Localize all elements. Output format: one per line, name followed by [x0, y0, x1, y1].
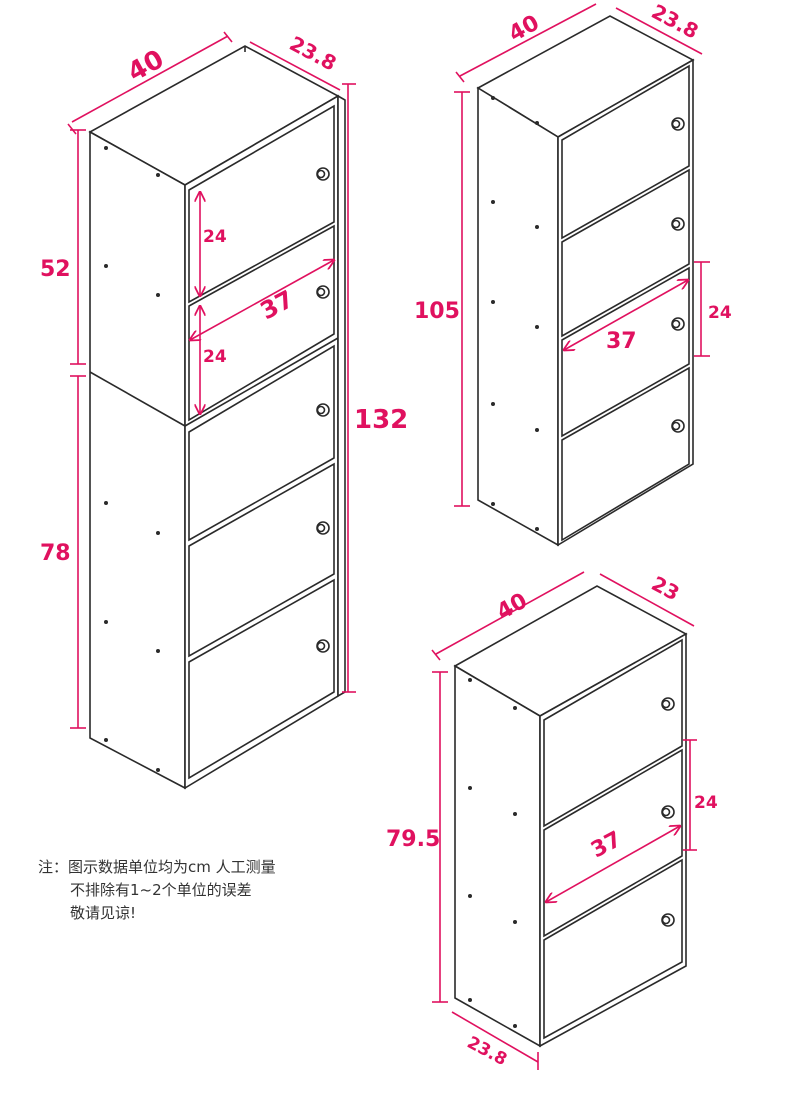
tall-door-4 — [188, 462, 335, 658]
short-depth-top-label: 23 — [648, 571, 684, 605]
note-line-1: 注：图示数据单位均为cm 人工测量 — [38, 858, 276, 876]
short-height-label: 79.5 — [386, 827, 440, 852]
medium-door-1 — [561, 64, 690, 240]
tall-cabinet: 40 23.8 52 78 132 24 24 37 — [40, 31, 408, 790]
short-door-1 — [543, 638, 683, 828]
tall-upper-height-label: 52 — [40, 257, 71, 282]
tall-door-3 — [188, 344, 335, 542]
short-cabinet: 40 23 79.5 24 37 23.8 — [386, 571, 718, 1070]
medium-width-label: 40 — [505, 11, 544, 48]
medium-door-height-label: 24 — [708, 303, 732, 323]
medium-door-4 — [561, 366, 690, 542]
side-holes — [104, 146, 160, 772]
knob-icon — [661, 697, 675, 927]
tall-lower-height-label: 78 — [40, 541, 71, 566]
tall-door-height-label-2: 24 — [203, 347, 227, 367]
medium-height-label: 105 — [414, 299, 460, 324]
tall-door-height-label-1: 24 — [203, 227, 227, 247]
side-holes — [491, 96, 539, 531]
measurement-note: 注：图示数据单位均为cm 人工测量 不排除有1~2个单位的误差 敬请见谅! — [38, 856, 276, 925]
tall-width-label: 40 — [123, 44, 169, 88]
tall-depth-label: 23.8 — [286, 31, 341, 75]
note-line-2: 不排除有1~2个单位的误差 — [70, 881, 252, 899]
tall-door-5 — [188, 578, 335, 780]
tall-total-height-label: 132 — [354, 405, 408, 435]
medium-depth-label: 23.8 — [648, 0, 703, 44]
medium-door-width-label: 37 — [606, 329, 637, 354]
short-depth-bottom-label: 23.8 — [464, 1033, 510, 1070]
side-holes — [468, 678, 517, 1028]
short-door-height-label: 24 — [694, 793, 718, 813]
medium-cabinet: 40 23.8 105 24 37 — [414, 0, 732, 547]
note-line-3: 敬请见谅! — [70, 904, 137, 922]
